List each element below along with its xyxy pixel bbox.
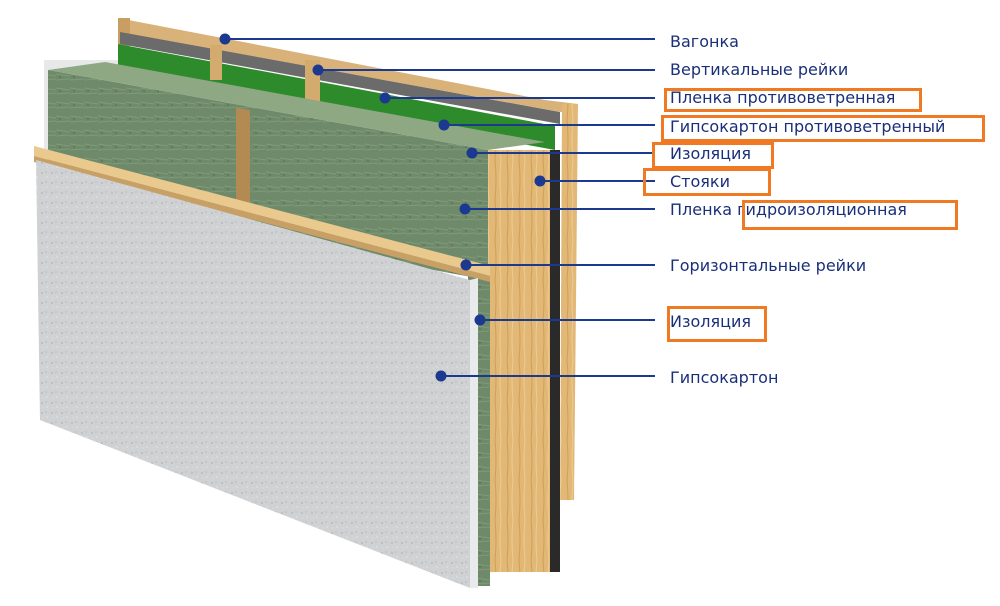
leader-line: [466, 147, 655, 159]
label-drywall: Гипсокартон: [670, 368, 779, 387]
highlight-box: [643, 168, 771, 196]
front-drywall-graphic: [36, 160, 478, 588]
label-vapor-membrane: Пленка гидроизоляционная: [670, 200, 907, 219]
label-cladding: Вагонка: [670, 32, 739, 51]
label-horizontal-battens: Горизонтальные рейки: [670, 256, 867, 275]
highlight-box: [652, 142, 774, 169]
horizontal-battens-graphic: [34, 146, 490, 282]
highlight-box: [742, 200, 958, 230]
leader-line: [435, 370, 655, 382]
stud-graphic: [488, 150, 560, 572]
label-wind-drywall: Гипсокартон противоветренный: [670, 117, 946, 136]
cladding-graphic: [118, 18, 578, 500]
highlight-box: [661, 115, 985, 142]
rear-drywall-graphic: [120, 32, 560, 124]
leader-line: [474, 314, 655, 326]
label-studs: Стояки: [670, 172, 730, 191]
leader-line: [379, 92, 655, 104]
highlight-box: [664, 88, 922, 112]
leader-line: [438, 119, 655, 131]
leader-lines: [219, 33, 655, 382]
label-insulation-lower: Изоляция: [670, 312, 752, 331]
label-vertical-battens: Вертикальные рейки: [670, 60, 849, 79]
leader-line: [312, 64, 655, 76]
label-wind-membrane: Пленка противоветренная: [670, 88, 896, 107]
leader-line: [460, 259, 655, 271]
leader-line: [459, 203, 655, 215]
leader-line: [534, 175, 655, 187]
label-insulation-upper: Изоляция: [670, 144, 752, 163]
leader-line: [219, 33, 655, 45]
highlight-box: [667, 306, 767, 342]
